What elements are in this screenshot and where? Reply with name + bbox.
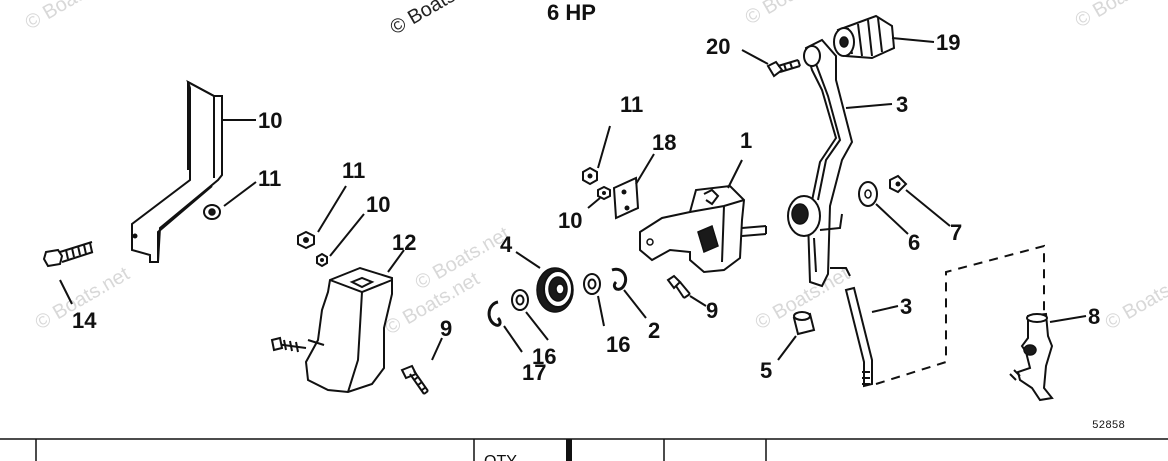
screw-7 bbox=[889, 174, 908, 194]
bushing-5 bbox=[792, 311, 816, 336]
callout-11-center: 11 bbox=[620, 92, 643, 117]
nut-11-left bbox=[297, 230, 315, 250]
watermark: © Boats.net bbox=[1072, 0, 1168, 32]
callout-5: 5 bbox=[760, 358, 772, 383]
support-arm-13 bbox=[131, 79, 223, 263]
callout-16-right: 16 bbox=[606, 332, 630, 357]
leader-lines bbox=[59, 37, 1087, 361]
table-header-qty: QTY. bbox=[484, 453, 519, 461]
callout-1: 1 bbox=[740, 128, 752, 153]
carburetor-cam-8 bbox=[1009, 312, 1054, 402]
parts-table-fragment: QTY. bbox=[0, 438, 1168, 461]
watermark-header: © Boats.net bbox=[387, 0, 489, 39]
callout-15: 11 bbox=[258, 166, 281, 191]
link-rod-3 bbox=[844, 286, 873, 388]
bracket-1 bbox=[639, 184, 767, 274]
diagram-title: 6 HP bbox=[547, 0, 596, 25]
callout-11-left: 11 bbox=[342, 158, 365, 183]
callout-3-lower: 3 bbox=[900, 294, 912, 319]
callout-6: 6 bbox=[908, 230, 920, 255]
callout-10-center: 10 bbox=[558, 208, 582, 233]
linkage-dashed-line bbox=[875, 244, 1045, 385]
callout-2: 2 bbox=[648, 318, 660, 343]
washer-16-right bbox=[583, 273, 601, 295]
bolt-14 bbox=[42, 241, 94, 268]
watermark: © Boats.net bbox=[742, 0, 844, 29]
washer-16-left bbox=[511, 289, 529, 311]
figure-number: 52858 bbox=[1092, 420, 1125, 432]
nut-10-center bbox=[597, 185, 611, 201]
throttle-lever-3 bbox=[787, 38, 854, 288]
screw-20 bbox=[766, 59, 801, 78]
plate-18 bbox=[612, 176, 640, 220]
watermark: © Boats.net bbox=[22, 0, 124, 34]
callout-labels: 10 11 10 14 11 11 10 10 12 9 4 17 17 18 … bbox=[72, 30, 962, 369]
clip-17 bbox=[487, 300, 502, 327]
nut-11-center bbox=[582, 166, 598, 186]
callout-3-upper: 3 bbox=[896, 92, 908, 117]
pulley-4 bbox=[536, 267, 574, 313]
callout-9-left: 9 bbox=[440, 316, 452, 341]
callout-20: 20 bbox=[706, 34, 730, 59]
callout-9-center: 9 bbox=[706, 298, 718, 323]
washer-6 bbox=[858, 181, 878, 207]
callout-13: 10 bbox=[258, 108, 282, 133]
callout-12: 12 bbox=[392, 230, 416, 255]
knob-19 bbox=[833, 14, 896, 60]
callout-17-overlay: 17 bbox=[522, 360, 547, 385]
callout-18: 18 bbox=[652, 130, 676, 155]
callout-7: 7 bbox=[950, 220, 962, 245]
callout-8: 8 bbox=[1088, 304, 1100, 329]
callout-19: 19 bbox=[936, 30, 960, 55]
callout-16-left: 16 bbox=[532, 344, 556, 369]
callout-4: 4 bbox=[500, 232, 513, 257]
callout-10-left: 10 bbox=[366, 192, 390, 217]
clip-2 bbox=[611, 267, 628, 291]
watermark: © Boats.net bbox=[1102, 263, 1168, 335]
nut-10-left bbox=[316, 252, 328, 268]
callout-14: 14 bbox=[72, 308, 97, 333]
screw-9-left bbox=[400, 364, 429, 395]
washer-15 bbox=[203, 204, 221, 220]
screw-9-center bbox=[666, 274, 691, 299]
cover-12 bbox=[270, 266, 393, 394]
